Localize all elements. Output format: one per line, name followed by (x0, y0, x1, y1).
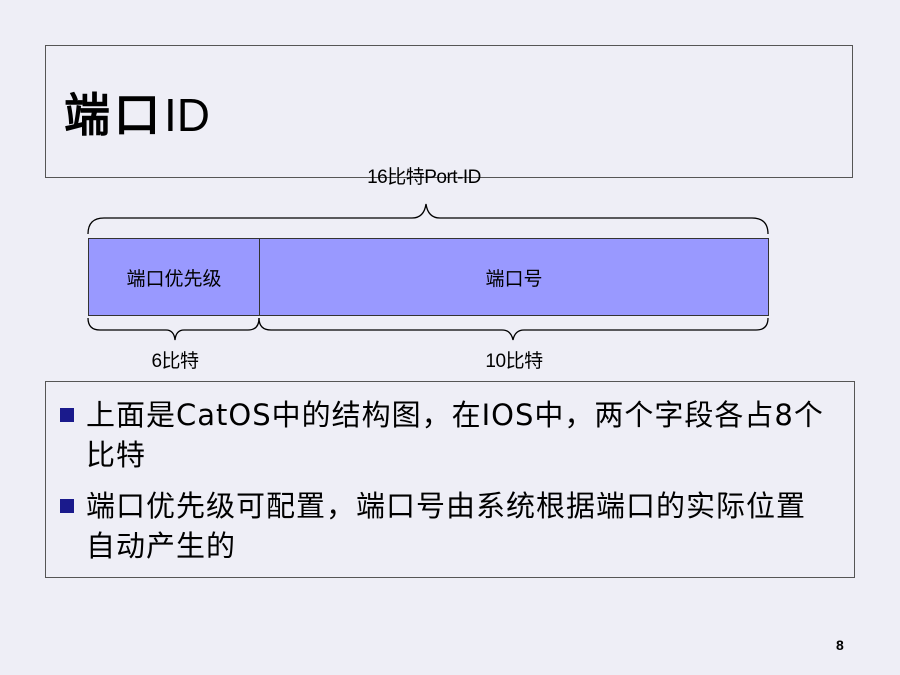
bullet-item: 端口优先级可配置，端口号由系统根据端口的实际位置自动产生的 (60, 486, 826, 566)
bullet-box: 上面是CatOS中的结构图，在IOS中，两个字段各占8个比特 端口优先级可配置，… (45, 381, 855, 578)
bullet-text: 端口优先级可配置，端口号由系统根据端口的实际位置自动产生的 (86, 489, 807, 563)
page-number: 8 (836, 637, 844, 653)
number-bits-label: 10比特 (485, 351, 543, 372)
title-latin-text: ID (164, 89, 210, 141)
top-brace (87, 203, 769, 235)
port-number-field: 端口号 (259, 238, 769, 316)
square-bullet-icon (60, 499, 74, 513)
port-priority-field: 端口优先级 (88, 238, 260, 316)
port-id-total-label: 16比特Port-ID (367, 167, 481, 188)
bullet-text: 上面是CatOS中的结构图，在IOS中，两个字段各占8个比特 (86, 398, 824, 472)
number-brace (258, 317, 769, 341)
title-box: 端口ID (45, 45, 853, 178)
title-cjk-text: 端口 (64, 88, 164, 142)
port-number-label: 端口号 (485, 267, 543, 290)
priority-brace (87, 317, 260, 341)
slide-title: 端口ID (64, 92, 210, 138)
port-priority-label: 端口优先级 (126, 267, 222, 290)
bullet-item: 上面是CatOS中的结构图，在IOS中，两个字段各占8个比特 (60, 395, 826, 475)
priority-bits-label: 6比特 (151, 351, 199, 372)
square-bullet-icon (60, 408, 74, 422)
